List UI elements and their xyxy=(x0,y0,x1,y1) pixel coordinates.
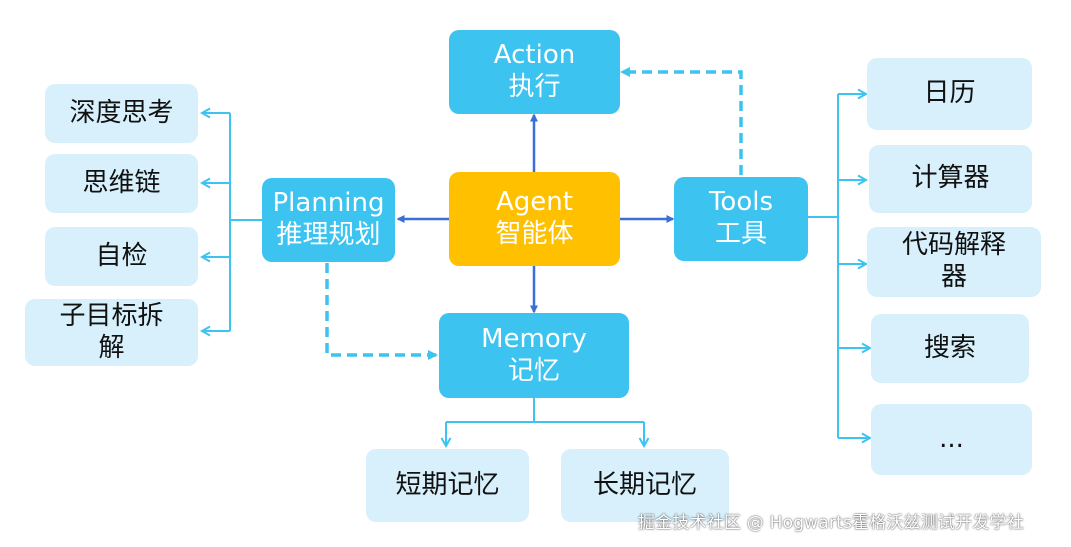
action-node: Action 执行 xyxy=(449,30,620,114)
planning-node-en: Planning xyxy=(272,188,385,219)
planning-item-subgoal-decomposition: 子目标拆 解 xyxy=(25,299,198,366)
memory-item-label: 短期记忆 xyxy=(395,469,500,500)
agent-node: Agent 智能体 xyxy=(449,172,620,266)
dashed-arrow-tools-to-action xyxy=(620,67,743,175)
agent-node-zh: 智能体 xyxy=(495,219,574,249)
planning-trunk xyxy=(229,113,262,331)
tool-item-label: 日历 xyxy=(923,78,976,109)
tool-item-label: 计算器 xyxy=(911,163,990,194)
memory-item-short-term: 短期记忆 xyxy=(366,449,529,522)
memory-node: Memory 记忆 xyxy=(439,313,629,398)
memory-trunk xyxy=(446,398,644,423)
planning-item-label: 思维链 xyxy=(82,167,161,198)
planning-item-label: 深度思考 xyxy=(69,97,174,128)
memory-item-long-term: 长期记忆 xyxy=(561,449,729,522)
planning-node: Planning 推理规划 xyxy=(262,178,395,262)
planning-item-label: 自检 xyxy=(95,240,148,271)
planning-item-self-check: 自检 xyxy=(45,227,198,286)
tools-node-en: Tools xyxy=(708,187,774,218)
tools-trunk xyxy=(808,94,839,438)
memory-node-zh: 记忆 xyxy=(507,355,560,386)
planning-item-deep-thinking: 深度思考 xyxy=(45,84,198,143)
planning-item-label-line2: 解 xyxy=(98,332,125,363)
tool-item-more: ... xyxy=(871,404,1032,475)
tool-item-code-interpreter: 代码解释 器 xyxy=(867,227,1041,297)
memory-node-en: Memory xyxy=(481,323,587,354)
tools-node-zh: 工具 xyxy=(714,219,767,249)
action-node-zh: 执行 xyxy=(508,72,561,102)
planning-item-label-line1: 子目标拆 xyxy=(59,300,164,331)
tools-node: Tools 工具 xyxy=(674,177,808,261)
tool-item-label: ... xyxy=(939,423,964,454)
tool-item-search: 搜索 xyxy=(871,314,1029,383)
planning-node-zh: 推理规划 xyxy=(276,220,381,250)
tool-item-calculator: 计算器 xyxy=(869,145,1032,213)
action-node-en: Action xyxy=(493,40,576,71)
agent-node-en: Agent xyxy=(496,187,573,218)
tool-item-label-line1: 代码解释 xyxy=(901,230,1006,261)
tool-item-label: 搜索 xyxy=(923,332,976,363)
tool-item-calendar: 日历 xyxy=(867,58,1032,130)
planning-item-chain-of-thought: 思维链 xyxy=(45,154,198,213)
dashed-arrow-planning-to-memory xyxy=(325,263,438,360)
tool-item-label-line2: 器 xyxy=(940,262,967,292)
memory-item-label: 长期记忆 xyxy=(592,469,697,500)
watermark-text: 掘金技术社区 @ Hogwarts霍格沃兹测试开发学社 xyxy=(638,513,1025,533)
